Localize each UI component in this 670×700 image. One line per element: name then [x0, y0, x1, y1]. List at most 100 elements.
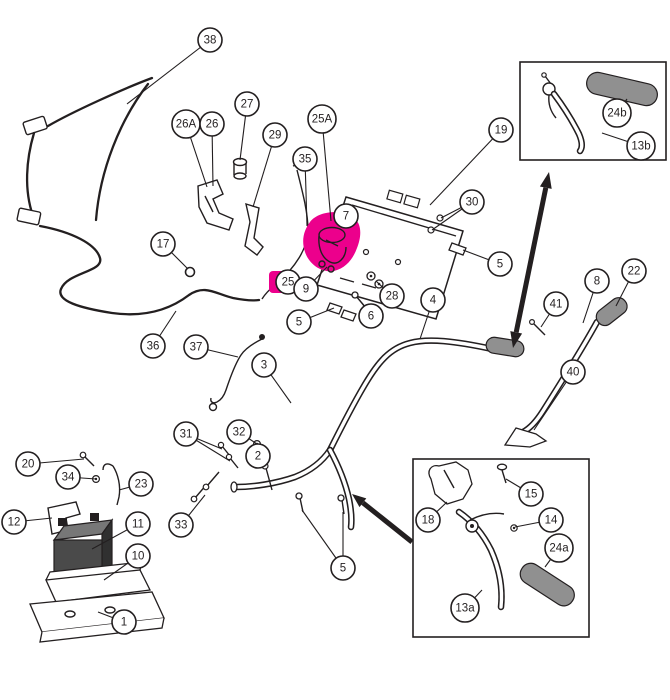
- callout-27[interactable]: 27: [234, 91, 260, 117]
- harness-connector-icon: [16, 207, 42, 226]
- battery-terminal-icon: [58, 518, 67, 526]
- callout-20[interactable]: 20: [15, 451, 41, 477]
- svg-text:35: 35: [299, 154, 312, 166]
- svg-text:7: 7: [343, 211, 349, 223]
- pin-41: [532, 322, 546, 336]
- callout-17[interactable]: 17: [150, 231, 176, 257]
- callout-31[interactable]: 31: [173, 421, 199, 447]
- callout-30[interactable]: 30: [459, 189, 485, 215]
- callout-38[interactable]: 38: [197, 27, 223, 53]
- callout-41[interactable]: 41: [543, 291, 569, 317]
- svg-text:1: 1: [121, 617, 127, 629]
- callout-36[interactable]: 36: [140, 333, 166, 359]
- callout-32[interactable]: 32: [226, 419, 252, 445]
- callout-25A[interactable]: 25A: [307, 104, 337, 134]
- handlebar-upper: [326, 336, 525, 454]
- callout-23[interactable]: 23: [128, 471, 154, 497]
- callout-11[interactable]: 11: [125, 511, 151, 537]
- callout-6[interactable]: 6: [358, 303, 384, 329]
- callout-9[interactable]: 9: [293, 276, 319, 302]
- callout-12[interactable]: 12: [1, 509, 27, 535]
- callout-4[interactable]: 4: [420, 287, 446, 313]
- callout-13b[interactable]: 13b: [626, 131, 656, 161]
- battery-terminal-icon: [90, 513, 99, 521]
- callout-15[interactable]: 15: [518, 481, 544, 507]
- svg-text:13b: 13b: [631, 141, 650, 153]
- svg-text:6: 6: [368, 311, 374, 323]
- inset-brake-lever: [519, 61, 667, 161]
- callout-19[interactable]: 19: [488, 117, 514, 143]
- callout-28[interactable]: 28: [379, 283, 405, 309]
- grip-24a: [519, 562, 575, 607]
- base-pan-1: [29, 591, 165, 643]
- callout-22[interactable]: 22: [621, 258, 647, 284]
- callout-5[interactable]: 5: [487, 251, 513, 277]
- callout-1[interactable]: 1: [111, 609, 137, 635]
- svg-text:19: 19: [495, 125, 508, 137]
- callout-40[interactable]: 40: [560, 359, 586, 385]
- callout-26[interactable]: 26: [199, 111, 225, 137]
- svg-text:5: 5: [296, 317, 302, 329]
- stand-40: [503, 427, 548, 448]
- inset-lever-assembly: [412, 458, 590, 638]
- svg-text:9: 9: [303, 284, 309, 296]
- pointer-arrows: [352, 172, 552, 544]
- svg-text:32: 32: [233, 427, 246, 439]
- callout-35[interactable]: 35: [292, 146, 318, 172]
- callout-33[interactable]: 33: [168, 512, 194, 538]
- svg-text:8: 8: [594, 276, 600, 288]
- callout-29[interactable]: 29: [262, 122, 288, 148]
- double-arrow-icon: [513, 187, 549, 333]
- svg-text:5: 5: [340, 563, 346, 575]
- grommet-17: [184, 266, 196, 278]
- callout-14[interactable]: 14: [538, 507, 564, 533]
- svg-text:26: 26: [206, 119, 219, 131]
- callout-24b[interactable]: 24b: [602, 98, 632, 128]
- callout-2[interactable]: 2: [245, 443, 271, 469]
- svg-text:18: 18: [422, 515, 435, 527]
- callout-24a[interactable]: 24a: [544, 533, 574, 563]
- harness-connector-icon: [22, 115, 48, 136]
- callout-37[interactable]: 37: [183, 334, 209, 360]
- callout-5[interactable]: 5: [286, 309, 312, 335]
- svg-text:15: 15: [525, 489, 538, 501]
- callout-13a[interactable]: 13a: [450, 593, 480, 623]
- svg-text:25A: 25A: [312, 114, 333, 126]
- callout-34[interactable]: 34: [55, 464, 81, 490]
- svg-text:29: 29: [269, 130, 282, 142]
- ignition-switch: [318, 217, 349, 273]
- callout-26A[interactable]: 26A: [171, 109, 201, 139]
- svg-text:24a: 24a: [549, 543, 569, 555]
- svg-text:20: 20: [22, 459, 35, 471]
- svg-text:5: 5: [497, 259, 503, 271]
- bracket-29: [244, 202, 264, 256]
- svg-text:37: 37: [190, 342, 203, 354]
- leader-line-38: [126, 39, 211, 105]
- callout-3[interactable]: 3: [251, 352, 277, 378]
- bracket-26: [197, 179, 234, 231]
- callout-8[interactable]: 8: [584, 268, 610, 294]
- svg-text:30: 30: [466, 197, 479, 209]
- svg-text:3: 3: [261, 360, 267, 372]
- svg-text:10: 10: [132, 551, 145, 563]
- svg-text:24b: 24b: [607, 108, 626, 120]
- cable-37: [208, 334, 265, 412]
- screw-15: [496, 463, 508, 471]
- svg-text:41: 41: [550, 299, 563, 311]
- bushing-27: [232, 157, 248, 180]
- clips-5: [326, 242, 467, 322]
- callout-7[interactable]: 7: [333, 203, 359, 229]
- svg-text:14: 14: [545, 515, 558, 527]
- callout-5[interactable]: 5: [330, 555, 356, 581]
- svg-text:40: 40: [567, 367, 580, 379]
- rod-grip-icon: [595, 297, 628, 327]
- svg-text:31: 31: [180, 429, 193, 441]
- leader-line-19: [429, 129, 502, 206]
- svg-text:34: 34: [62, 472, 75, 484]
- callout-balloons: 38 26A 26 27 29 25A 35 19 24b 13b 30 17 7 2 5 9 28 5 6 5 22 8…: [1, 27, 656, 635]
- callout-10[interactable]: 10: [125, 543, 151, 569]
- svg-text:28: 28: [386, 291, 399, 303]
- callout-18[interactable]: 18: [415, 507, 441, 533]
- svg-text:27: 27: [241, 99, 254, 111]
